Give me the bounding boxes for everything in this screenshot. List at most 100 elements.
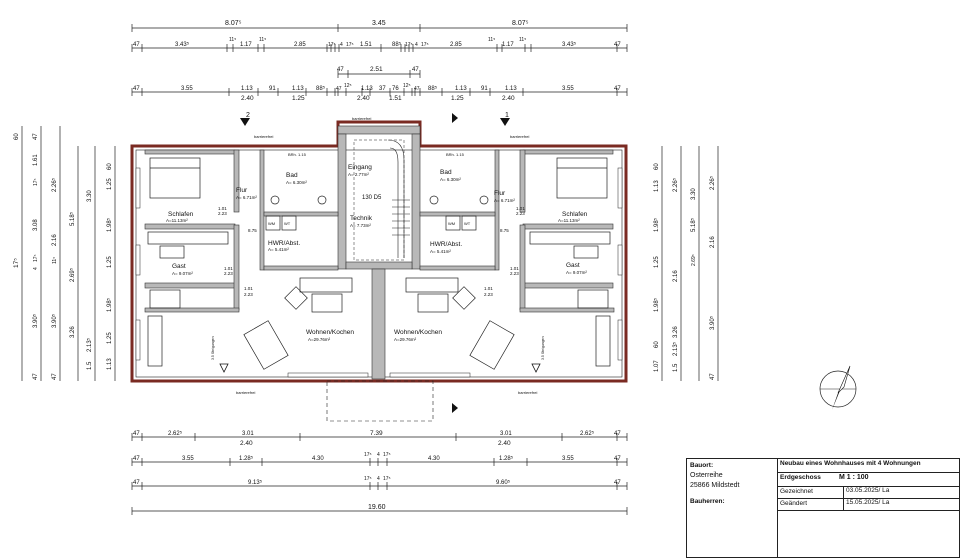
door-label: 1.01 (244, 286, 253, 291)
dim-label: 2.40 (241, 95, 254, 102)
dim-label: 2.26⁵ (672, 177, 679, 192)
dim-label: 47 (414, 86, 420, 92)
dim-label: 3.55 (562, 86, 574, 92)
door-label: 1.01 (484, 286, 493, 291)
dim-label: 1.5 (87, 361, 93, 370)
dim-label: 47 (614, 456, 621, 462)
dim-label: 3.43⁵ (175, 41, 190, 48)
dim-label: 2.16 (52, 234, 58, 246)
room-name: Gast (566, 262, 580, 269)
room-name: Schlafen (168, 211, 194, 218)
dim-label: 3.90⁵ (51, 313, 58, 328)
room-name: HWR/Abst. (268, 240, 300, 247)
room-area: A=11.13m² (558, 218, 580, 223)
north-arrow-icon (819, 365, 857, 410)
dimension-right: 60 1.13 1.98⁵ 1.25 1.98⁵ 60 1.07 2.26⁵ 2… (653, 146, 719, 381)
dim-label: 3.45 (372, 20, 386, 27)
room-area: A= 5.41m² (430, 249, 451, 254)
dim-label: 2.40 (498, 440, 511, 447)
dim-label: 17⁵ (328, 42, 336, 48)
dim-label: 17⁵ (364, 452, 372, 458)
dim-label: 2.26⁵ (51, 177, 58, 192)
door-label: 2.23 (510, 271, 519, 276)
dim-label: 3.55 (562, 456, 574, 462)
building (130, 113, 628, 422)
dim-label: 60 (14, 133, 20, 140)
door-label: 1.01 (224, 266, 233, 271)
door-label: 2.23 (516, 211, 525, 216)
dim-label: 4 (377, 452, 380, 458)
dim-label: 1.25 (451, 95, 464, 102)
dim-label: 60 (107, 163, 113, 170)
dim-label: 2.13⁵ (86, 337, 93, 352)
dim-label: 17⁵ (13, 258, 20, 268)
dim-label: 3.26 (673, 326, 679, 338)
dim-label: 37 (379, 86, 386, 92)
dim-label: 1.25 (292, 95, 305, 102)
dim-label: 12⁵ (403, 83, 411, 89)
dim-label: 1.07 (654, 360, 660, 372)
section-number: 1 (505, 112, 509, 119)
appliance-label: WT (464, 221, 471, 226)
gezeichnet-label: Gezeichnet (780, 488, 813, 495)
room-area: A= 6.30m² (440, 177, 461, 182)
dim-label: 1.28⁵ (499, 455, 514, 462)
dim-label: 1.28⁵ (239, 455, 254, 462)
room-area: A= 2.77m² (348, 172, 369, 177)
dim-label: 88⁵ (428, 85, 438, 92)
note: barrierefrei (254, 134, 273, 139)
dim-label: 2.85 (294, 42, 306, 48)
dining-table-left (243, 277, 353, 370)
dim-label: 47 (33, 373, 39, 380)
note: barrierefrei (518, 390, 537, 395)
bed-left (149, 157, 201, 199)
dim-label: 47 (614, 480, 621, 486)
dim-label: 1.13 (361, 86, 373, 92)
title-block: Bauort: Osterreihe 25866 Mildstedt Bauhe… (686, 458, 960, 558)
dim-label: 12⁵ (344, 83, 352, 89)
geaendert-row: Geändert 15.05.2025/ La (777, 499, 960, 511)
dim-label: 1.13 (505, 86, 517, 92)
dim-label: 47 (710, 373, 716, 380)
dim-label: 4.30 (312, 456, 324, 462)
door-label: 8.75 (500, 228, 509, 233)
dim-label: 4 (340, 42, 343, 48)
dim-label: 4.30 (428, 456, 440, 462)
dim-label: 1.17 (240, 42, 252, 48)
room-name: HWR/Abst. (430, 241, 462, 248)
room-name: Technik (350, 215, 373, 222)
dim-label: 2.13⁵ (672, 341, 679, 356)
dim-label: 2.40 (240, 440, 253, 447)
dim-label: 11⁵ (52, 257, 58, 264)
dimension-top-2: 47 3.43⁵ 11⁵ 1.17 11⁵ 2.85 17⁵ 4 17⁵ 1.5… (131, 37, 628, 52)
room-area: A= 7.73m² (350, 223, 371, 228)
dimension-top-3: 47 2.51 47 (337, 66, 421, 78)
dimension-top-4: 47 3.55 1.13 91 1.13 88⁵ 47 12⁵ 1.13 37 … (131, 83, 628, 102)
dim-label: 9.13⁵ (248, 479, 263, 486)
dim-label: 5.18⁵ (69, 211, 76, 226)
dim-label: 2.40 (357, 95, 370, 102)
dim-label: 2.85 (450, 42, 462, 48)
note: barrierefrei (510, 134, 529, 139)
dim-label: 47 (336, 86, 342, 92)
room-area: A= 5.41m² (268, 247, 289, 252)
room-area: A=29.76m² (308, 337, 331, 342)
dim-label: 88⁵ (316, 85, 326, 92)
dim-label: 47 (133, 480, 140, 486)
title-block-right: Neubau eines Wohnhauses mit 4 Wohnungen … (777, 459, 960, 557)
ramp-note: 3.5 Steigungen (541, 336, 545, 360)
dim-label: 9.60⁵ (496, 479, 511, 486)
dim-label: 3.26 (70, 326, 76, 338)
dim-label: 47 (33, 133, 39, 140)
window-label: BRh. 1.15 (288, 152, 307, 157)
scale: M 1 : 100 (839, 474, 869, 481)
dim-label: 47 (133, 42, 140, 48)
dim-label: 1.98⁵ (653, 297, 660, 312)
dim-label: 1.25 (107, 178, 113, 190)
dim-label: 4 (377, 476, 380, 482)
gezeichnet-row: Gezeichnet 03.05.2025/ La (777, 487, 960, 499)
dim-label: 1.5 (673, 363, 679, 372)
floor-name: Erdgeschoss (780, 474, 821, 481)
dim-label: 4 (33, 267, 39, 270)
stair-label: 130 D5 (362, 195, 382, 201)
